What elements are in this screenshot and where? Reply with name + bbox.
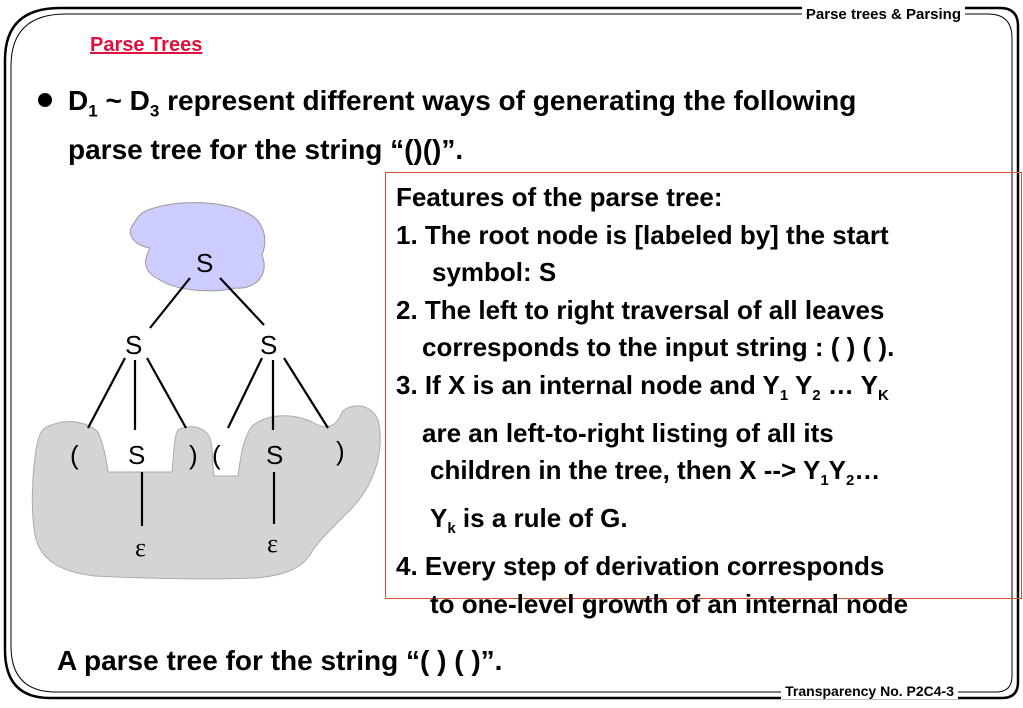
f3l4-a: Y (430, 503, 448, 534)
f3l1-a: 3. If X is an internal node and Y (396, 369, 780, 400)
intro-line-2: parse tree for the string “()()”. (68, 133, 464, 165)
feature-2-line-1: 2. The left to right traversal of all le… (396, 294, 885, 325)
f3l4-b: is a rule of G. (455, 503, 628, 534)
intro-rest: represent different ways of generating t… (159, 85, 857, 116)
intro-text: D1 ~ D3 represent different ways of gene… (68, 82, 998, 169)
intro-d1-sub: 1 (88, 101, 98, 121)
leaf-epsilon-2: ε (267, 529, 278, 558)
f3l1-s2: 2 (812, 387, 821, 405)
intro-d3: D (129, 85, 150, 116)
f3l3-c: … (854, 455, 881, 486)
intro-line-1: D1 ~ D3 represent different ways of gene… (68, 82, 998, 131)
f3l4-s: k (447, 520, 456, 538)
intro-tilde: ~ (97, 85, 130, 116)
bullet-icon (38, 93, 52, 107)
leaf-rparen-2: ) (336, 436, 345, 466)
edge-right-lparen (227, 357, 263, 429)
features-box: Features of the parse tree: 1. The root … (385, 172, 1022, 619)
f3l1-s3: K (877, 387, 889, 405)
intro-d1: D (68, 85, 89, 116)
features-heading: Features of the parse tree: (396, 182, 723, 212)
edge-left-lparen (87, 357, 126, 429)
edge-root-left (149, 277, 191, 329)
intro-d3-sub: 3 (149, 101, 160, 121)
feature-1-line-1: 1. The root node is [labeled by] the sta… (396, 219, 889, 250)
figure-caption: A parse tree for the string “( ) ( )”. (57, 645, 503, 676)
f3l1-b: Y (788, 369, 813, 400)
feature-3-line-4: Yk is a rule of G. (396, 500, 1021, 548)
edge-right-rparen (283, 357, 329, 429)
root-blob (130, 202, 266, 292)
node-right-s: S (260, 330, 277, 360)
feature-3-line-2: are an left-to-right listing of all its (422, 417, 834, 448)
feature-2-line-2: corresponds to the input string : ( ) ( … (422, 332, 895, 363)
leaf-lparen-2: ( (212, 440, 221, 470)
feature-1-line-2: symbol: S (432, 257, 557, 288)
edge-left-rparen (146, 357, 187, 429)
f3l3-s1: 1 (820, 472, 829, 490)
f3l1-s1: 1 (779, 387, 789, 405)
f3l1-c: … Y (820, 369, 878, 400)
feature-4-line-2: to one-level growth of an internal node (430, 588, 909, 619)
slide-header: Parse trees & Parsing (801, 6, 965, 23)
node-inner-s-1: S (128, 440, 145, 470)
feature-3-line-3: children in the tree, then X --> Y1Y2… (396, 452, 1021, 500)
page-title: Parse Trees (90, 34, 203, 56)
leaf-blob (31, 405, 381, 580)
slide-footer: Transparency No. P2C4-3 (781, 683, 958, 699)
feature-3-line-1: 3. If X is an internal node and Y1 Y2 … … (396, 367, 1021, 415)
feature-4-line-1: 4. Every step of derivation corresponds (396, 550, 885, 581)
f3l3-s2: 2 (846, 472, 855, 490)
node-root: S (196, 248, 213, 278)
f3l3-a: children in the tree, then X --> Y (430, 455, 821, 486)
leaf-rparen-1: ) (189, 440, 198, 470)
f3l3-b: Y (828, 455, 847, 486)
node-inner-s-2: S (266, 440, 283, 470)
node-left-s: S (125, 330, 142, 360)
leaf-lparen-1: ( (70, 440, 79, 470)
edge-root-right (219, 277, 265, 326)
leaf-epsilon-1: ε (135, 533, 146, 562)
